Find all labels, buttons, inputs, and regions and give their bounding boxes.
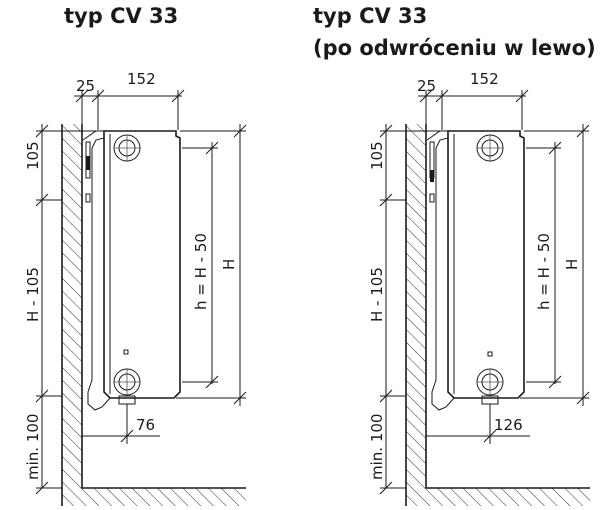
right-dim-inner: h = H - 50 [535, 233, 553, 310]
right-dim-floor: min. 100 [368, 414, 386, 480]
right-diagram: 25 152 105 H - 105 min. 100 h = H - 50 H… [368, 70, 590, 506]
right-diagram-subtitle: (po odwróceniu w lewo) [313, 36, 596, 60]
left-dim-depth: 152 [127, 70, 156, 88]
right-dim-gap: 25 [417, 77, 436, 95]
left-wall-outline [61, 124, 246, 506]
right-dim-depth: 152 [470, 70, 499, 88]
right-marker [487, 351, 493, 357]
left-dim-center: H - 105 [24, 267, 42, 322]
left-dim-floor: min. 100 [24, 414, 42, 480]
right-radiator-body [447, 130, 525, 399]
left-dim-gap: 25 [76, 77, 95, 95]
left-radiator-body [103, 130, 181, 399]
right-diagram-title: typ CV 33 [313, 4, 428, 28]
left-bracket [82, 130, 111, 411]
right-dim-center: H - 105 [368, 267, 386, 322]
left-bracket-clip-2 [86, 156, 90, 170]
left-diagram-title: typ CV 33 [64, 4, 179, 28]
right-dim-height: H [563, 259, 581, 270]
right-wall-outline [405, 124, 590, 506]
left-dim-inner: h = H - 50 [192, 233, 210, 310]
left-bracket-slot [85, 193, 91, 203]
right-dim-top-offset: 105 [368, 141, 386, 170]
left-dim-pipe-offset: 76 [136, 416, 155, 434]
right-dim-pipe-offset: 126 [494, 416, 523, 434]
left-marker [123, 349, 129, 355]
right-bracket-slot [429, 193, 435, 203]
left-wall-hatch [62, 124, 246, 506]
right-wall-hatch [406, 124, 590, 506]
left-diagram: 25 152 105 H - 105 min. 100 h = H - 50 H… [24, 70, 247, 506]
right-bracket-clip-2 [430, 170, 434, 182]
left-dim-height: H [220, 259, 238, 270]
left-dim-top-offset: 105 [24, 141, 42, 170]
